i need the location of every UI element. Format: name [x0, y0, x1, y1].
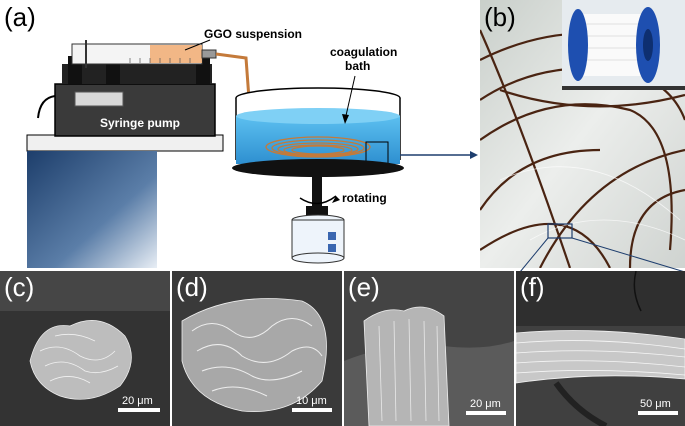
pump-label: Syringe pump — [100, 116, 180, 130]
shaft — [312, 176, 322, 208]
scale-text-e: 20 μm — [470, 398, 501, 410]
spinning-setup-diagram: Syringe pump GGO suspension — [26, 27, 478, 268]
syringe-graduations — [129, 58, 191, 63]
coiled-fiber — [265, 136, 371, 158]
bath-label-line2: bath — [345, 59, 370, 73]
bath-label-line1: coagulation — [330, 45, 397, 59]
scale-bar-c — [118, 408, 160, 412]
pump-display — [74, 91, 124, 107]
fiber-photo — [480, 0, 685, 268]
panel-d-sem: 10 μm (d) — [172, 271, 342, 426]
rotation-arrow — [299, 195, 337, 205]
sem-image-f: 50 μm — [516, 271, 685, 426]
suspension-pointer — [184, 39, 211, 51]
spool-inset — [562, 0, 685, 90]
panel-e-sem: 20 μm (e) — [344, 271, 514, 426]
sem-image-d: 10 μm — [172, 271, 342, 426]
suspension-label: GGO suspension — [204, 27, 302, 41]
scale-bar-d — [292, 408, 332, 412]
scale-text-f: 50 μm — [640, 398, 671, 410]
syringe-suspension — [150, 45, 202, 63]
panel-f-label: (f) — [520, 272, 545, 302]
scale-text-c: 20 μm — [122, 395, 153, 407]
rotating-label: rotating — [342, 191, 387, 205]
panel-b-label: (b) — [484, 2, 516, 32]
panel-d-label: (d) — [176, 272, 208, 302]
panel-a-schematic: Syringe pump GGO suspension — [0, 0, 478, 268]
panel-a-label: (a) — [4, 2, 36, 32]
sem-image-e: 20 μm — [344, 271, 514, 426]
sem-image-c: 20 μm — [0, 271, 170, 426]
rotating-platform — [232, 159, 404, 177]
panel-c-label: (c) — [4, 272, 35, 302]
power-cable — [37, 95, 56, 119]
panel-e-label: (e) — [348, 272, 380, 302]
panel-c-sem: 20 μm (c) — [0, 271, 170, 426]
motor-button-2 — [328, 244, 336, 252]
scale-bar-f — [638, 411, 678, 415]
table-leg — [27, 151, 157, 268]
spool-flange-left — [568, 9, 588, 81]
panel-b-photo: (b) — [480, 0, 685, 268]
water-surface — [236, 108, 400, 124]
motor-button-1 — [328, 232, 336, 240]
scale-text-d: 10 μm — [296, 395, 327, 407]
pump-rail — [62, 64, 212, 84]
zoom-box-b — [547, 223, 573, 239]
panel-f-sem: 50 μm (f) — [516, 271, 685, 426]
scale-bar-e — [466, 411, 506, 415]
